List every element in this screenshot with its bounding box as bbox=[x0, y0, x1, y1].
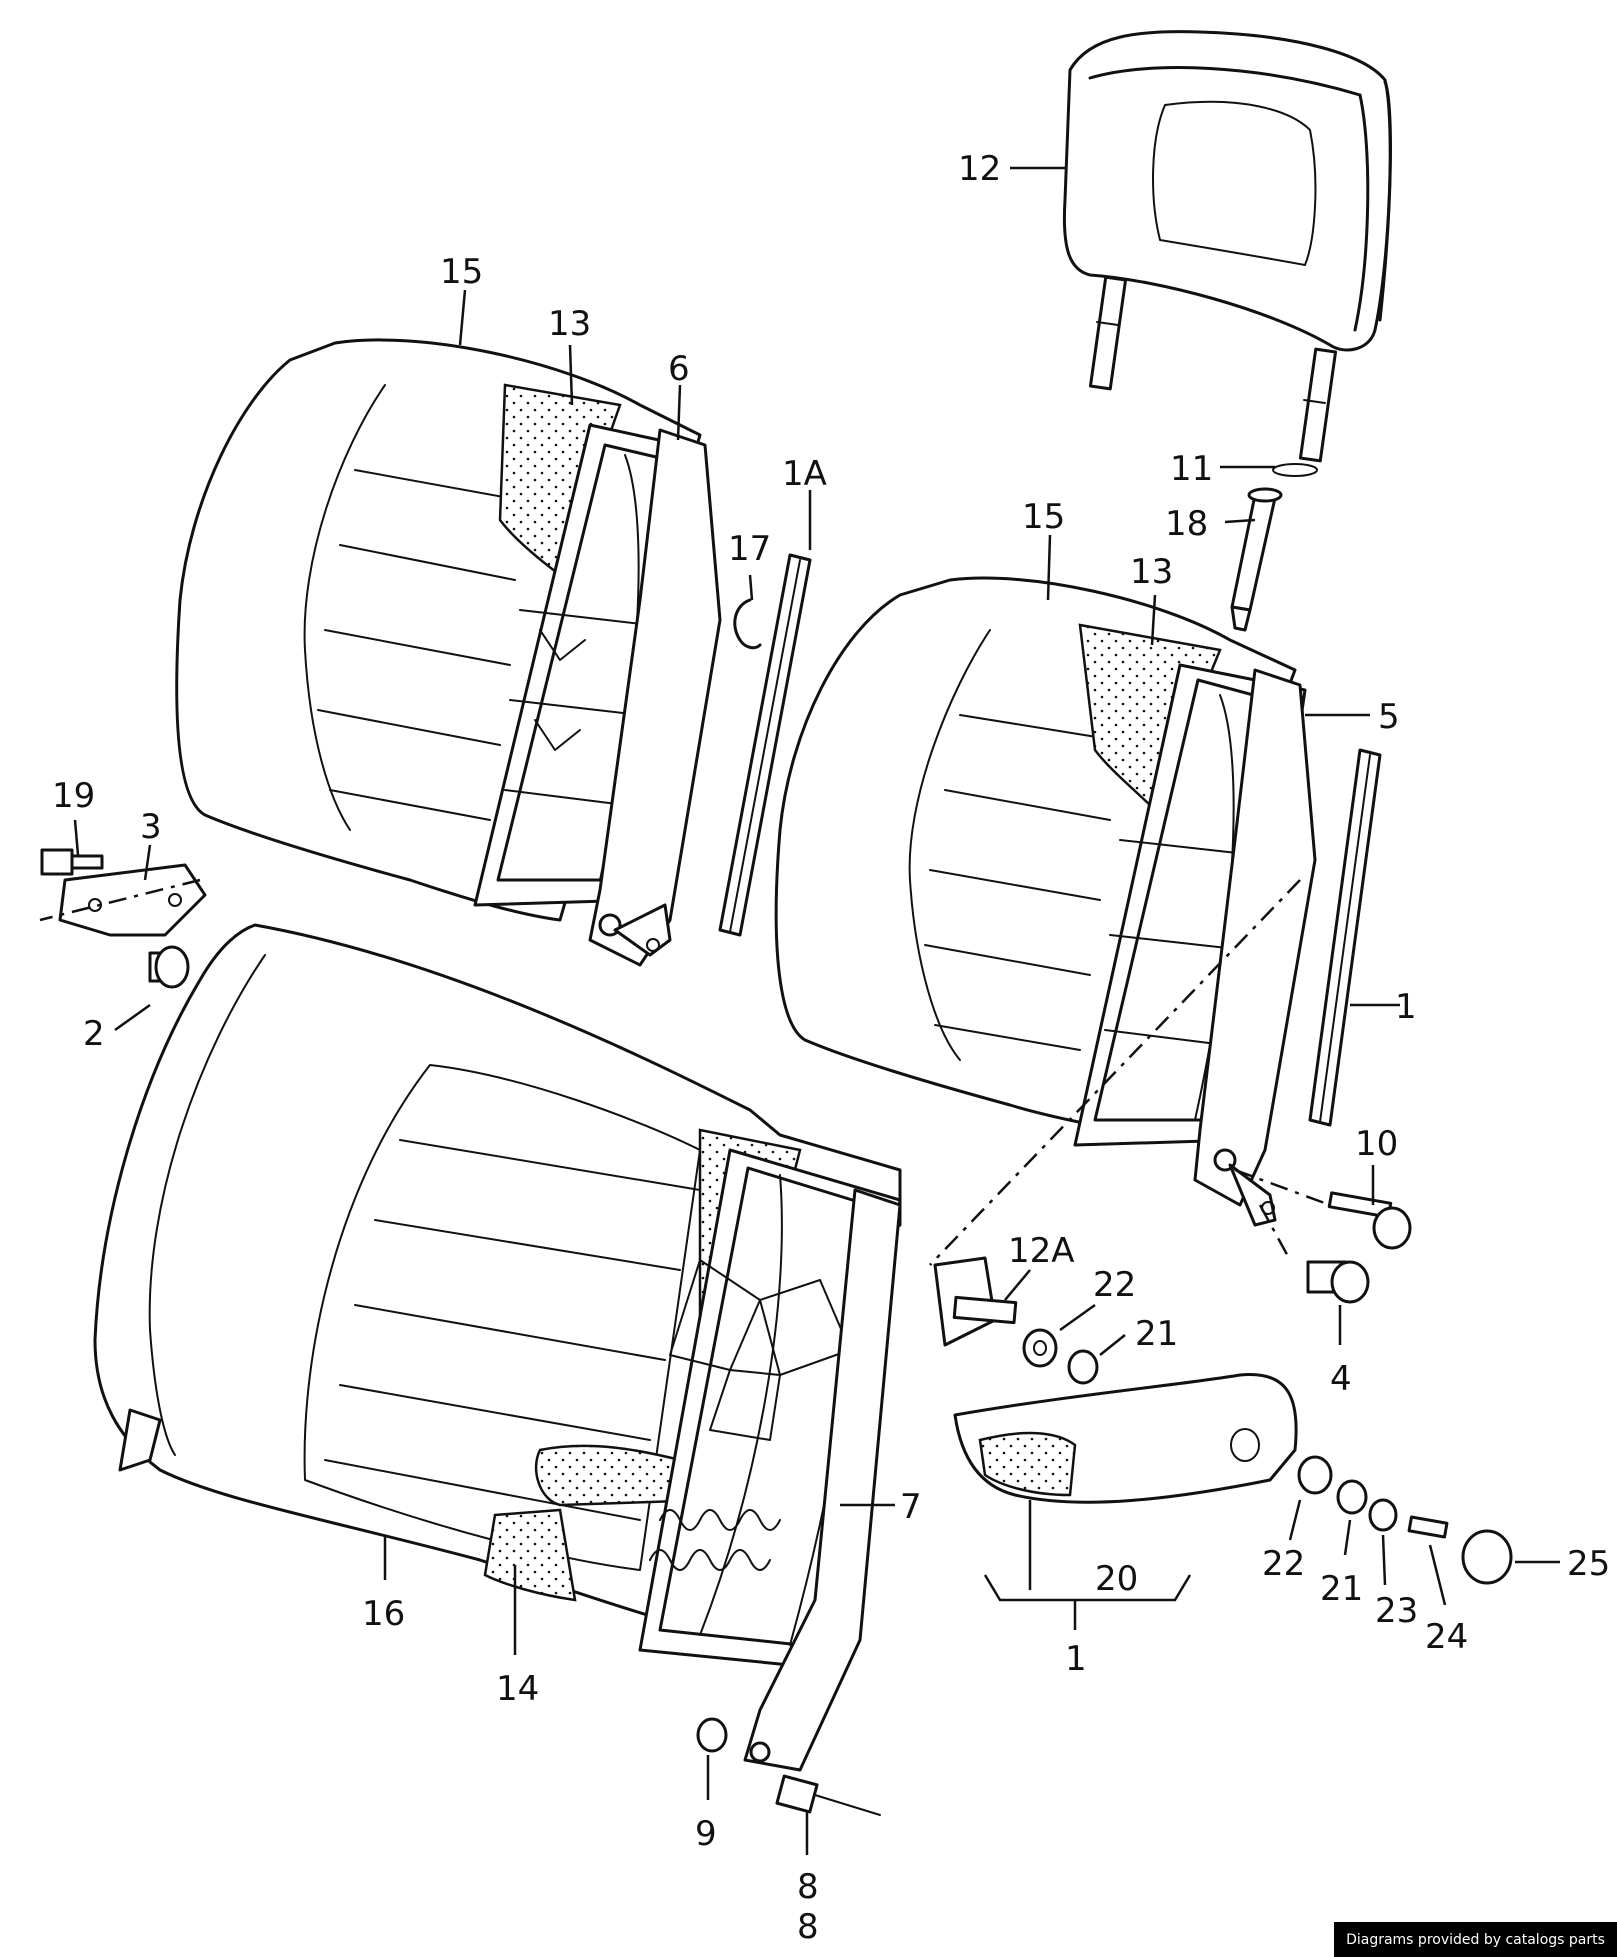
callout-16: 16 bbox=[362, 1594, 405, 1634]
bolt-24 bbox=[1407, 1515, 1449, 1539]
callout-11: 11 bbox=[1170, 449, 1213, 489]
callout-7: 7 bbox=[900, 1487, 922, 1527]
callout-13-left: 13 bbox=[548, 304, 591, 344]
callout-22-upper: 22 bbox=[1093, 1265, 1136, 1305]
washer-22a-hole bbox=[1033, 1340, 1047, 1356]
callout-15-right: 15 bbox=[1022, 497, 1065, 537]
callout-10: 10 bbox=[1355, 1124, 1398, 1164]
assembly-lines bbox=[39, 878, 1331, 1266]
callout-21-lower: 21 bbox=[1320, 1569, 1363, 1609]
headrest bbox=[1062, 30, 1392, 352]
callout-3: 3 bbox=[140, 807, 162, 847]
callout-13-right: 13 bbox=[1130, 552, 1173, 592]
armrest bbox=[953, 1372, 1298, 1504]
lower-frame-bar bbox=[743, 1188, 902, 1772]
callout-2: 2 bbox=[83, 1014, 105, 1054]
headrest-clip bbox=[1272, 463, 1318, 477]
bolt-8 bbox=[775, 1774, 881, 1816]
callout-23: 23 bbox=[1375, 1591, 1418, 1631]
callout-1-side: 1 bbox=[1395, 987, 1417, 1027]
callout-24: 24 bbox=[1425, 1617, 1468, 1657]
upper-left-frame-bar bbox=[588, 428, 722, 967]
callout-12: 12 bbox=[958, 149, 1001, 189]
bolt-10 bbox=[1327, 1191, 1412, 1250]
callout-21-upper: 21 bbox=[1135, 1314, 1178, 1354]
bush-2 bbox=[148, 945, 190, 989]
screw-19 bbox=[40, 848, 104, 876]
pivot-plate bbox=[933, 1256, 1018, 1347]
lower-mount-tab bbox=[118, 1408, 162, 1472]
callout-22-lower: 22 bbox=[1262, 1544, 1305, 1584]
cap-25 bbox=[1461, 1529, 1513, 1585]
callout-4: 4 bbox=[1330, 1359, 1352, 1399]
leader-lines bbox=[73, 166, 1560, 1855]
callout-15-left: 15 bbox=[440, 252, 483, 292]
callout-9: 9 bbox=[695, 1814, 717, 1854]
callout-1-armrest: 1 bbox=[1065, 1639, 1087, 1679]
callout-12a: 12A bbox=[1008, 1231, 1075, 1271]
washer-21b bbox=[1336, 1479, 1368, 1515]
bush-4 bbox=[1306, 1260, 1370, 1304]
callout-19: 19 bbox=[52, 776, 95, 816]
headrest-guide-rods bbox=[1088, 275, 1338, 463]
callout-8-first: 8 bbox=[797, 1867, 819, 1907]
callout-8-second: 8 bbox=[797, 1907, 819, 1947]
callout-5: 5 bbox=[1378, 697, 1400, 737]
side-trim-1a bbox=[718, 553, 812, 937]
washer-21a bbox=[1067, 1349, 1099, 1385]
callout-25: 25 bbox=[1567, 1544, 1610, 1584]
callout-6: 6 bbox=[668, 349, 690, 389]
washer-22a bbox=[1022, 1328, 1058, 1368]
callout-18: 18 bbox=[1165, 504, 1208, 544]
headrest-guide-sleeve bbox=[1230, 487, 1283, 632]
washer-22b bbox=[1297, 1455, 1333, 1495]
callout-20: 20 bbox=[1095, 1559, 1138, 1599]
diagram-credit-badge: Diagrams provided by catalogs parts bbox=[1334, 1922, 1617, 1957]
side-trim-1 bbox=[1308, 748, 1382, 1127]
callout-17: 17 bbox=[728, 529, 771, 569]
washer-9 bbox=[696, 1717, 728, 1753]
clip-17 bbox=[733, 598, 762, 650]
callout-1a: 1A bbox=[782, 454, 827, 494]
bracket bbox=[58, 863, 207, 937]
callout-14: 14 bbox=[496, 1669, 539, 1709]
lower-backrest bbox=[93, 923, 902, 1672]
washer-23 bbox=[1368, 1498, 1398, 1532]
callout-labels: 12 11 18 15 13 6 1A 17 15 13 5 1 19 3 2 … bbox=[52, 149, 1610, 1947]
